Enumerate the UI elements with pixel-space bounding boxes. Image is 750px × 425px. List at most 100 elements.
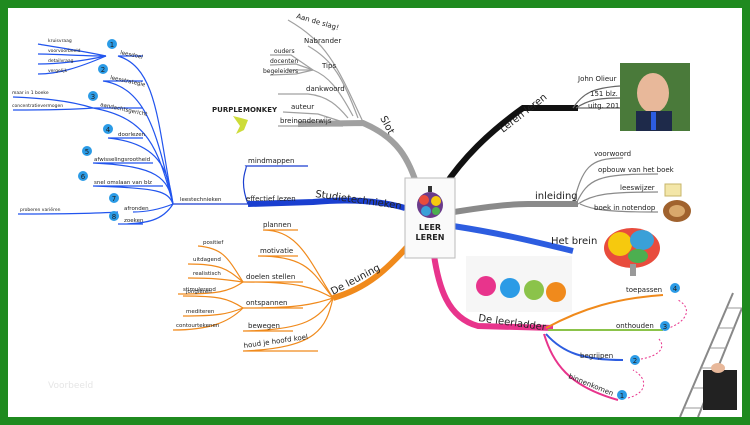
svg-text:afronden: afronden: [124, 206, 149, 212]
leerladder-heads-image: [466, 256, 572, 312]
svg-text:detailvraag: detailvraag: [48, 58, 74, 64]
svg-text:1: 1: [620, 392, 624, 400]
mindmap-canvas: LEER LEREN Slot Leren leren inleiding He…: [8, 8, 742, 417]
leerladder-step-4: toepassen: [626, 286, 662, 294]
inleiding-item-4: boek in notendop: [594, 204, 656, 212]
inleiding-item-2: opbouw van het boek: [598, 166, 675, 174]
slot-item-3: Tips: [321, 62, 336, 70]
label-brein: Het brein: [551, 236, 597, 247]
svg-text:positief: positief: [203, 240, 224, 246]
watermark: Voorbeeld: [48, 381, 94, 391]
inleiding-item-1: voorwoord: [594, 150, 631, 158]
svg-text:maar in 1 boeke: maar in 1 boeke: [12, 90, 49, 96]
svg-text:6: 6: [81, 173, 86, 181]
svg-text:4: 4: [673, 285, 678, 293]
studie-mid-2: effectief lezen: [246, 195, 296, 203]
svg-text:snel omslaan van blz: snel omslaan van blz: [94, 180, 152, 186]
svg-text:aandachtsgericht: aandachtsgericht: [100, 102, 149, 118]
leerladder-step-3: onthouden: [616, 322, 654, 330]
slot-item-4: dankwoord: [306, 85, 345, 93]
leerladder-badges: 4 3 2 1: [617, 283, 680, 400]
book-title-line2: LEREN: [416, 233, 445, 242]
tips-child-1: ouders: [274, 48, 295, 55]
svg-text:MONKEY: MONKEY: [243, 106, 278, 114]
svg-text:PURPLE: PURPLE: [212, 106, 243, 114]
svg-text:3: 3: [91, 93, 95, 101]
slot-item-5: auteur: [291, 103, 314, 111]
leerladder-step-1: binnenkomen: [567, 372, 614, 397]
ladder-image: [679, 292, 742, 417]
leestechnieken-badges: 1 2 3 4 5 6 7 8: [78, 39, 119, 221]
svg-text:motivatie: motivatie: [260, 247, 293, 255]
brain-icon: [417, 192, 443, 218]
leerladder-step-2: begrijpen: [580, 352, 613, 360]
svg-text:8: 8: [112, 213, 116, 221]
leren-subbranches: [572, 85, 621, 109]
svg-text:concentratievermogen: concentratievermogen: [12, 103, 63, 109]
branch-leren-leren: [440, 105, 578, 190]
leesdoel-children: kruisvraag voorvoorbeeld detailvraag ver…: [12, 38, 81, 213]
svg-text:2: 2: [633, 357, 637, 365]
svg-text:doelen stellen: doelen stellen: [246, 273, 295, 281]
svg-text:2: 2: [101, 66, 105, 74]
svg-text:kruisvraag: kruisvraag: [48, 38, 72, 44]
leuning-subbranches: [172, 229, 334, 352]
svg-text:1: 1: [110, 41, 114, 49]
book-title-line1: LEER: [419, 223, 441, 232]
central-book: LEER LEREN: [404, 177, 456, 259]
leren-item-publish: uitg. 2015: [588, 102, 624, 110]
studie-mid-1: mindmappen: [248, 157, 294, 165]
svg-text:plannen: plannen: [263, 221, 291, 229]
branch-studietechnieken: [247, 197, 406, 211]
svg-text:zoeken: zoeken: [124, 218, 144, 224]
branch-leuning: [332, 243, 411, 301]
inleiding-item-3: leeswijzer: [620, 184, 655, 192]
svg-text:bewegen: bewegen: [248, 322, 280, 330]
label-inleiding: inleiding: [535, 191, 578, 202]
svg-text:leesdoel: leesdoel: [120, 50, 144, 61]
svg-text:ontspannen: ontspannen: [246, 299, 287, 307]
slot-subbranches: [269, 19, 364, 127]
label-studietechnieken: Studietechnieken: [315, 189, 403, 212]
inleiding-subbranches: [572, 157, 659, 213]
branch-leerladder: [430, 247, 554, 331]
tips-child-3: begeleiders: [263, 68, 298, 75]
slot-item-6: breinonderwijs: [280, 117, 332, 125]
svg-text:3: 3: [663, 323, 667, 331]
walnut-icon: [663, 200, 691, 222]
slot-item-2: Nabrander: [304, 37, 341, 45]
svg-text:realistisch: realistisch: [193, 271, 221, 277]
svg-text:leesstrategie: leesstrategie: [110, 75, 147, 88]
svg-text:4: 4: [106, 126, 111, 134]
svg-text:jongleren: jongleren: [185, 289, 212, 295]
leerladder-dashed-arrows: [627, 299, 687, 399]
studie-mid-3: leestechnieken: [180, 197, 222, 203]
svg-text:5: 5: [85, 148, 89, 156]
leren-item-pages: 151 blz.: [590, 90, 618, 98]
leerladder-subbranches: [543, 294, 664, 401]
branch-slot: [297, 119, 421, 189]
branch-inleiding: [447, 201, 578, 216]
svg-text:doorlezen: doorlezen: [118, 132, 146, 138]
studie-subbranches: [173, 165, 308, 205]
svg-text:mediteren: mediteren: [186, 309, 215, 315]
svg-text:7: 7: [112, 195, 116, 203]
leuning-children: positief uitdagend realistisch stimulere…: [176, 240, 224, 329]
purple-monkey-logo: PURPLE MONKEY: [212, 106, 278, 134]
svg-text:proberen variëren: proberen variëren: [20, 207, 61, 213]
notepad-icon: [664, 183, 682, 197]
leren-item-author: John Olieur: [577, 75, 617, 83]
label-leren-leren: Leren leren: [498, 92, 549, 135]
svg-text:uitdagend: uitdagend: [193, 257, 221, 263]
label-leerladder: De leerladder: [478, 313, 548, 333]
leestechnieken-subbranches: [12, 43, 174, 225]
mindmap-svg: LEER LEREN Slot Leren leren inleiding He…: [12, 12, 742, 417]
tips-child-2: docenten: [270, 58, 298, 65]
svg-text:afwisselingsrootheid: afwisselingsrootheid: [94, 157, 150, 163]
svg-text:voorvoorbeeld: voorvoorbeeld: [48, 48, 81, 54]
svg-text:vergelijk: vergelijk: [48, 68, 68, 74]
branch-brein: [452, 223, 574, 254]
svg-text:stimulerend: stimulerend: [183, 287, 216, 293]
author-photo: [620, 63, 690, 131]
